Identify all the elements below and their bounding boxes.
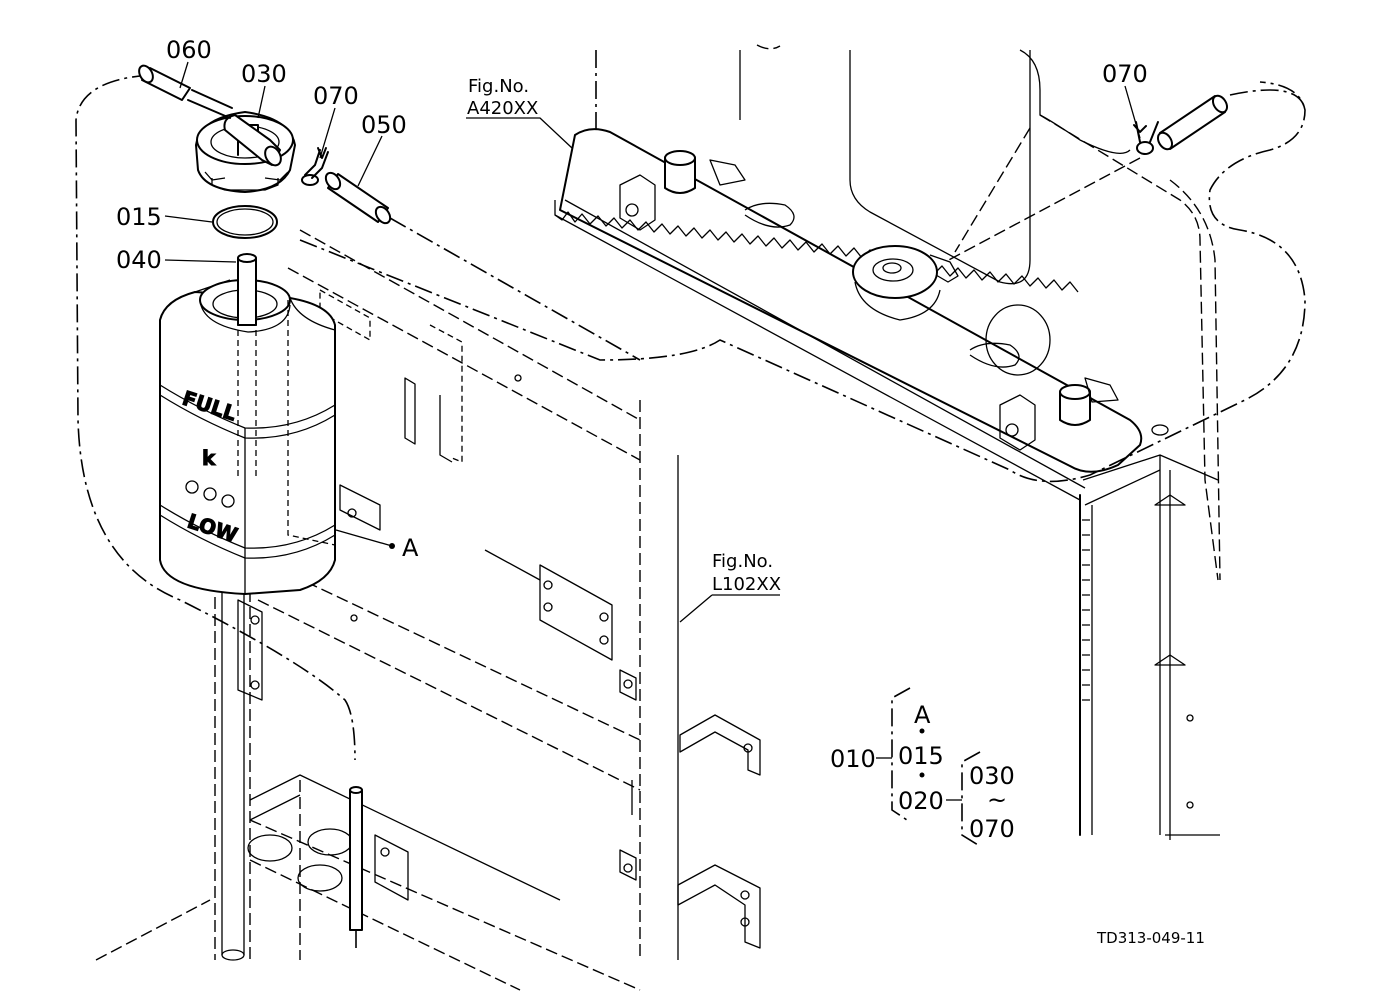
fig-ref-frame-line2: L102XX — [712, 574, 781, 595]
label-070-right: 070 — [1102, 60, 1148, 88]
hose-clip-070-right — [944, 89, 1306, 263]
leader-lines — [164, 61, 1141, 623]
reserve-tank — [159, 279, 336, 595]
radiator-assembly — [299, 44, 1306, 840]
fig-ref-radiator-line1: Fig.No. — [468, 76, 529, 97]
hose-050 — [324, 171, 641, 361]
tank-k-mark: k — [202, 446, 216, 470]
tree-range-sep: ~ — [987, 786, 1007, 814]
tree-range-end: 070 — [969, 815, 1015, 843]
label-030: 030 — [241, 60, 287, 88]
drawing-code: TD313-049-11 — [1096, 929, 1205, 947]
clip-070-left — [301, 147, 329, 186]
tree-item-015: 015 — [898, 742, 944, 770]
fig-ref-frame-line1: Fig.No. — [712, 551, 773, 572]
hose-060 — [138, 64, 233, 119]
tree-item-020: 020 — [898, 787, 944, 815]
assembly-tree — [876, 687, 981, 846]
label-060: 060 — [166, 36, 212, 64]
frame-structure — [75, 74, 761, 991]
o-ring-015 — [212, 205, 278, 239]
overflow-tube — [349, 786, 363, 950]
fig-ref-radiator-line2: A420XX — [467, 98, 538, 119]
label-070-left: 070 — [313, 82, 359, 110]
label-050: 050 — [361, 111, 407, 139]
tube-040 — [237, 253, 257, 326]
cap-030 — [195, 111, 296, 193]
callout-a: A — [402, 534, 419, 562]
tree-range-start: 030 — [969, 762, 1015, 790]
label-040: 040 — [116, 246, 162, 274]
tree-item-a: A — [914, 701, 931, 729]
label-015: 015 — [116, 203, 162, 231]
tree-root-010: 010 — [830, 745, 876, 773]
